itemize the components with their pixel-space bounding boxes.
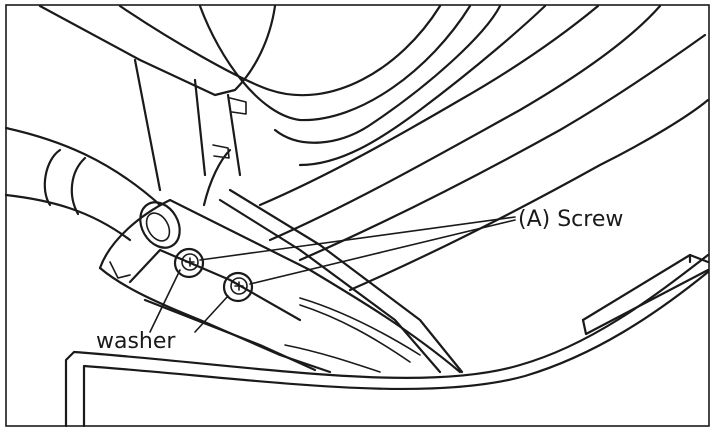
screw-lower [222,271,254,303]
handle-tube [4,126,181,249]
right-tab [581,253,710,336]
vertical-post [133,58,247,207]
screw-label: (A) Screw [518,207,623,232]
washer-label: washer [96,329,176,354]
curved-panel-ribs [118,4,710,292]
leader-lines [149,216,516,333]
screw-upper [173,247,205,279]
upper-plate-edge [38,4,277,97]
